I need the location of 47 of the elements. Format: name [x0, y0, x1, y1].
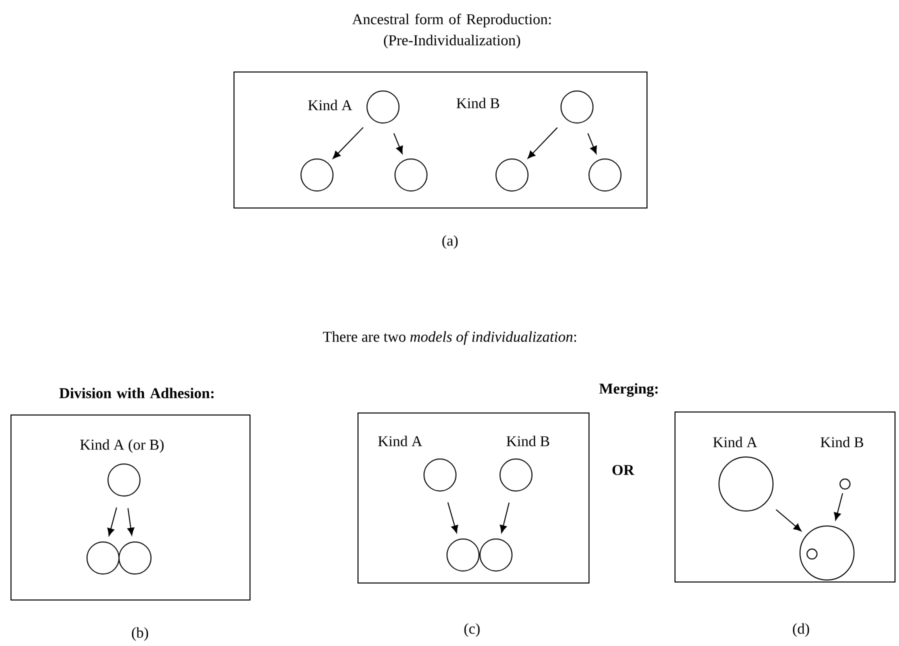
- panel-box: [674, 412, 896, 582]
- circle: [500, 458, 532, 492]
- circle: [588, 158, 622, 192]
- circle: [480, 538, 512, 572]
- circle: [496, 158, 528, 192]
- circle: [86, 542, 120, 574]
- circle: [718, 456, 774, 512]
- circle: [800, 526, 854, 580]
- intro-text: There are two models of individualization:: [323, 331, 576, 345]
- kind-label: Kind A: [308, 100, 352, 110]
- panel-caption: (c): [464, 623, 480, 637]
- circle: [446, 538, 480, 572]
- panel-box: [358, 412, 590, 584]
- panel-box: [234, 72, 648, 208]
- or-label: OR: [612, 464, 634, 476]
- panel-caption: (d): [792, 623, 810, 637]
- kind-label: Kind A: [713, 436, 758, 448]
- circle: [108, 464, 140, 496]
- kind-label: Kind B: [506, 436, 550, 446]
- panel-caption: (b): [132, 627, 148, 641]
- panel-heading: Division with Adhesion:: [59, 388, 214, 398]
- arrow: [447, 502, 458, 534]
- arrow: [776, 509, 802, 532]
- kind-label: Kind A (or B): [80, 439, 164, 453]
- circle: [560, 90, 594, 124]
- circle: [118, 542, 152, 574]
- panel-heading: Ancestral form of Reproduction: (Pre-Individualization): [352, 14, 551, 48]
- arrow: [127, 508, 134, 536]
- kind-label: Kind B: [456, 98, 500, 108]
- circle: [424, 458, 456, 492]
- kind-label: Kind B: [820, 436, 864, 448]
- kind-label: Kind A: [378, 436, 422, 446]
- arrow: [393, 132, 403, 154]
- circle: [366, 90, 400, 124]
- arrow: [500, 502, 510, 533]
- arrow: [834, 492, 844, 520]
- group-heading: Merging:: [599, 383, 658, 397]
- panel-box: [10, 414, 250, 600]
- circle: [840, 478, 850, 490]
- panel-caption: (a): [442, 235, 458, 249]
- arrow: [107, 507, 118, 536]
- arrow: [528, 127, 558, 159]
- circle: [300, 158, 334, 192]
- circle: [806, 548, 818, 560]
- circle: [394, 158, 428, 192]
- arrow: [332, 126, 364, 159]
- arrow: [587, 132, 597, 154]
